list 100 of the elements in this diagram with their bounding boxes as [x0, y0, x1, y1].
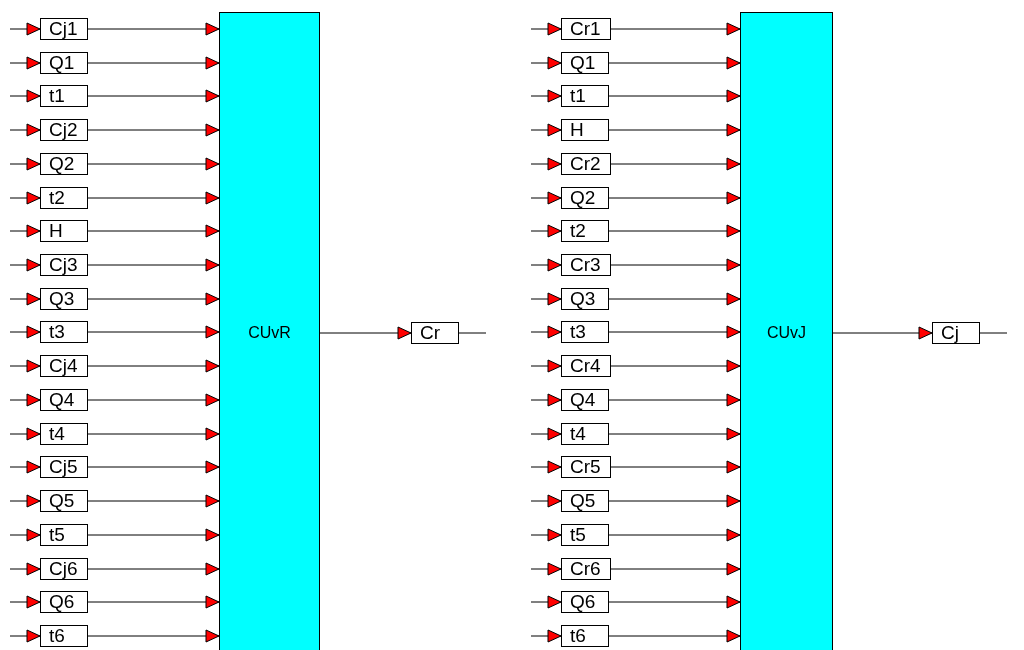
arrow — [9, 528, 41, 542]
arrow — [608, 224, 741, 238]
variable-tag: Cr5 — [561, 456, 611, 479]
arrow — [87, 123, 220, 137]
variable-tag: Cj1 — [40, 18, 88, 40]
variable-tag: Q4 — [40, 388, 88, 411]
arrow — [832, 326, 933, 340]
arrow — [87, 191, 220, 205]
arrow — [9, 22, 41, 36]
arrow — [608, 325, 741, 339]
arrow — [608, 56, 741, 70]
arrow — [9, 258, 41, 272]
arrow — [608, 89, 741, 103]
arrow — [9, 224, 41, 238]
variable-tag: t2 — [40, 186, 88, 209]
block-label: CUvR — [248, 324, 291, 342]
arrow — [608, 629, 741, 643]
arrow — [87, 224, 220, 238]
arrow — [610, 157, 741, 171]
arrow — [530, 292, 562, 306]
variable-tag: t4 — [40, 422, 88, 445]
arrow — [530, 359, 562, 373]
arrow — [608, 123, 741, 137]
arrow — [87, 528, 220, 542]
arrow — [87, 325, 220, 339]
variable-tag: Q6 — [40, 591, 88, 614]
variable-tag: Cr1 — [561, 18, 611, 40]
arrow — [530, 427, 562, 441]
arrow — [608, 528, 741, 542]
arrow — [530, 224, 562, 238]
arrow — [530, 325, 562, 339]
variable-tag: Cr2 — [561, 152, 611, 175]
line — [979, 332, 1008, 334]
arrow — [608, 191, 741, 205]
arrow — [9, 393, 41, 407]
arrow — [530, 494, 562, 508]
variable-tag: Cr — [411, 322, 459, 344]
arrow — [87, 494, 220, 508]
arrow — [9, 359, 41, 373]
arrow — [530, 595, 562, 609]
variable-tag: t3 — [561, 321, 609, 344]
variable-tag: Q3 — [40, 287, 88, 310]
line — [458, 332, 487, 334]
variable-tag: Q3 — [561, 287, 609, 310]
arrow — [9, 562, 41, 576]
variable-tag: t3 — [40, 321, 88, 344]
variable-tag: t5 — [40, 523, 88, 546]
arrow — [608, 292, 741, 306]
arrow — [530, 629, 562, 643]
variable-tag: Cj2 — [40, 119, 88, 142]
arrow — [530, 393, 562, 407]
arrow — [610, 258, 741, 272]
arrow — [87, 359, 220, 373]
variable-tag: Q6 — [561, 591, 609, 614]
block-label: CUvJ — [766, 324, 807, 342]
variable-tag: Cj — [932, 322, 980, 344]
variable-tag: t2 — [561, 220, 609, 243]
arrow — [9, 292, 41, 306]
arrow — [87, 393, 220, 407]
variable-tag: Q1 — [561, 51, 609, 74]
arrow — [87, 22, 220, 36]
arrow — [530, 56, 562, 70]
arrow — [608, 595, 741, 609]
variable-tag: Cj6 — [40, 557, 88, 580]
arrow — [87, 427, 220, 441]
arrow — [9, 460, 41, 474]
variable-tag: t5 — [561, 523, 609, 546]
variable-tag: Q2 — [561, 186, 609, 209]
arrow — [610, 460, 741, 474]
arrow — [530, 22, 562, 36]
arrow — [530, 258, 562, 272]
arrow — [530, 460, 562, 474]
variable-tag: Q5 — [40, 490, 88, 513]
variable-tag: Q1 — [40, 51, 88, 74]
function-block — [740, 12, 833, 650]
arrow — [610, 562, 741, 576]
arrow — [608, 393, 741, 407]
variable-tag: H — [40, 220, 88, 243]
arrow — [530, 157, 562, 171]
arrow — [530, 562, 562, 576]
arrow — [9, 123, 41, 137]
variable-tag: t1 — [40, 85, 88, 108]
variable-tag: Cj5 — [40, 456, 88, 479]
variable-tag: Q5 — [561, 490, 609, 513]
variable-tag: Cr3 — [561, 254, 611, 277]
arrow — [530, 123, 562, 137]
variable-tag: t1 — [561, 85, 609, 108]
variable-tag: t6 — [40, 624, 88, 647]
arrow — [87, 460, 220, 474]
arrow — [87, 258, 220, 272]
arrow — [9, 595, 41, 609]
arrow — [530, 528, 562, 542]
arrow — [87, 56, 220, 70]
arrow — [87, 157, 220, 171]
arrow — [608, 494, 741, 508]
arrow — [9, 629, 41, 643]
arrow — [9, 191, 41, 205]
arrow — [610, 22, 741, 36]
arrow — [87, 292, 220, 306]
arrow — [9, 89, 41, 103]
